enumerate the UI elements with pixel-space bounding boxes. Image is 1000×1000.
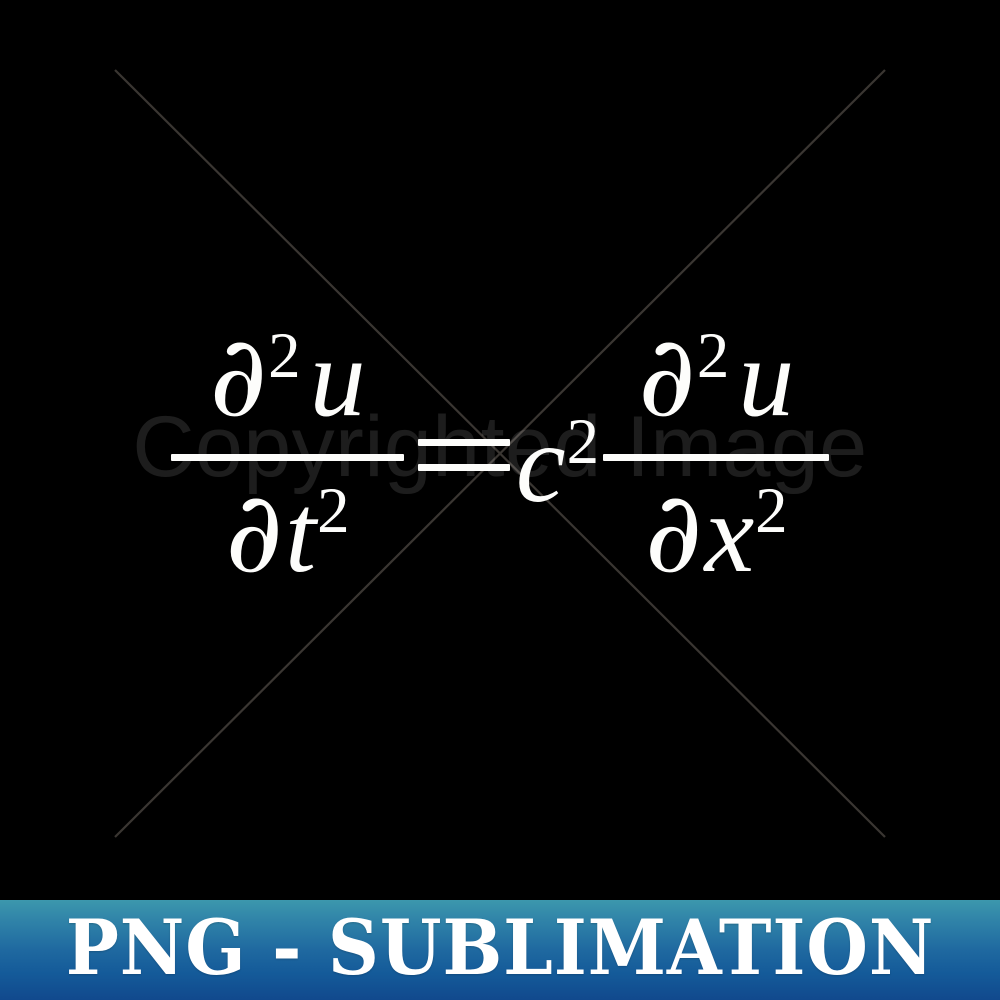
equals-bar-bottom bbox=[417, 464, 510, 471]
left-fraction: ∂2u ∂t2 bbox=[170, 307, 404, 605]
wave-equation: ∂2u ∂t2 c2 ∂2u ∂x2 bbox=[0, 276, 1000, 636]
right-fraction-denominator: ∂x2 bbox=[639, 463, 794, 605]
partial-symbol: ∂ bbox=[637, 312, 696, 443]
coefficient-symbol: c bbox=[515, 402, 566, 526]
equals-bar-top bbox=[417, 439, 510, 446]
png-sublimation-banner: PNG - SUBLIMATION bbox=[0, 900, 1000, 1000]
partial-symbol: ∂ bbox=[644, 467, 703, 598]
right-fraction: ∂2u ∂x2 bbox=[603, 307, 830, 605]
denominator-variable: t bbox=[285, 471, 317, 596]
denominator-exponent: 2 bbox=[317, 475, 350, 548]
fraction-bar bbox=[603, 453, 830, 461]
right-fraction-numerator: ∂2u bbox=[632, 307, 800, 449]
coefficient-exponent: 2 bbox=[566, 405, 600, 478]
wave-speed-coefficient: c2 bbox=[516, 408, 599, 520]
partial-symbol: ∂ bbox=[225, 467, 284, 598]
left-fraction-denominator: ∂t2 bbox=[219, 463, 356, 605]
fraction-bar bbox=[170, 453, 404, 461]
copyright-watermark: Copyrighted Image bbox=[132, 399, 868, 495]
numerator-variable: u bbox=[738, 316, 795, 441]
denominator-variable: x bbox=[704, 471, 755, 596]
partial-symbol: ∂ bbox=[209, 312, 268, 443]
banner-label: PNG - SUBLIMATION bbox=[65, 903, 935, 992]
numerator-variable: u bbox=[309, 316, 366, 441]
equals-sign bbox=[417, 439, 510, 473]
left-fraction-numerator: ∂2u bbox=[203, 307, 371, 449]
denominator-exponent: 2 bbox=[755, 475, 788, 548]
partial-order-exponent: 2 bbox=[696, 320, 730, 393]
partial-order-exponent: 2 bbox=[268, 320, 301, 393]
